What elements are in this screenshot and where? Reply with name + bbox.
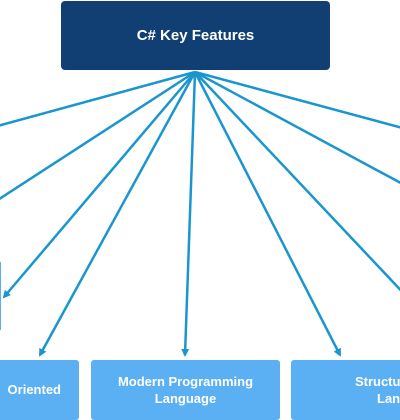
edge-offscreen-right-3: [194, 70, 400, 129]
child-node-structured-programming-language[interactable]: Structured Pr Langu: [291, 360, 400, 420]
edge-offscreen-left-2: [0, 70, 196, 201]
edge-to-modern-programming-language: [181, 71, 197, 357]
edge-offscreen-left-1: [0, 70, 196, 127]
child-node-label: Modern Programming Language: [117, 374, 254, 406]
edge-offscreen-right-1: [194, 71, 400, 292]
edge-offscreen-right-2: [194, 70, 400, 185]
child-node-label: Structured Pr Langu: [354, 374, 400, 406]
offscreen-node-edge: [0, 262, 1, 330]
child-node-label: Oriented: [7, 382, 61, 397]
edge-to-oriented: [38, 71, 197, 357]
child-node-oriented[interactable]: Oriented: [0, 360, 79, 420]
root-node[interactable]: C# Key Features: [61, 1, 330, 70]
edge-to-structured-programming-language: [193, 71, 342, 357]
edge-to-left-node: [2, 71, 196, 299]
child-node-modern-programming-language[interactable]: Modern Programming Language: [91, 360, 280, 420]
root-node-label: C# Key Features: [136, 27, 255, 44]
